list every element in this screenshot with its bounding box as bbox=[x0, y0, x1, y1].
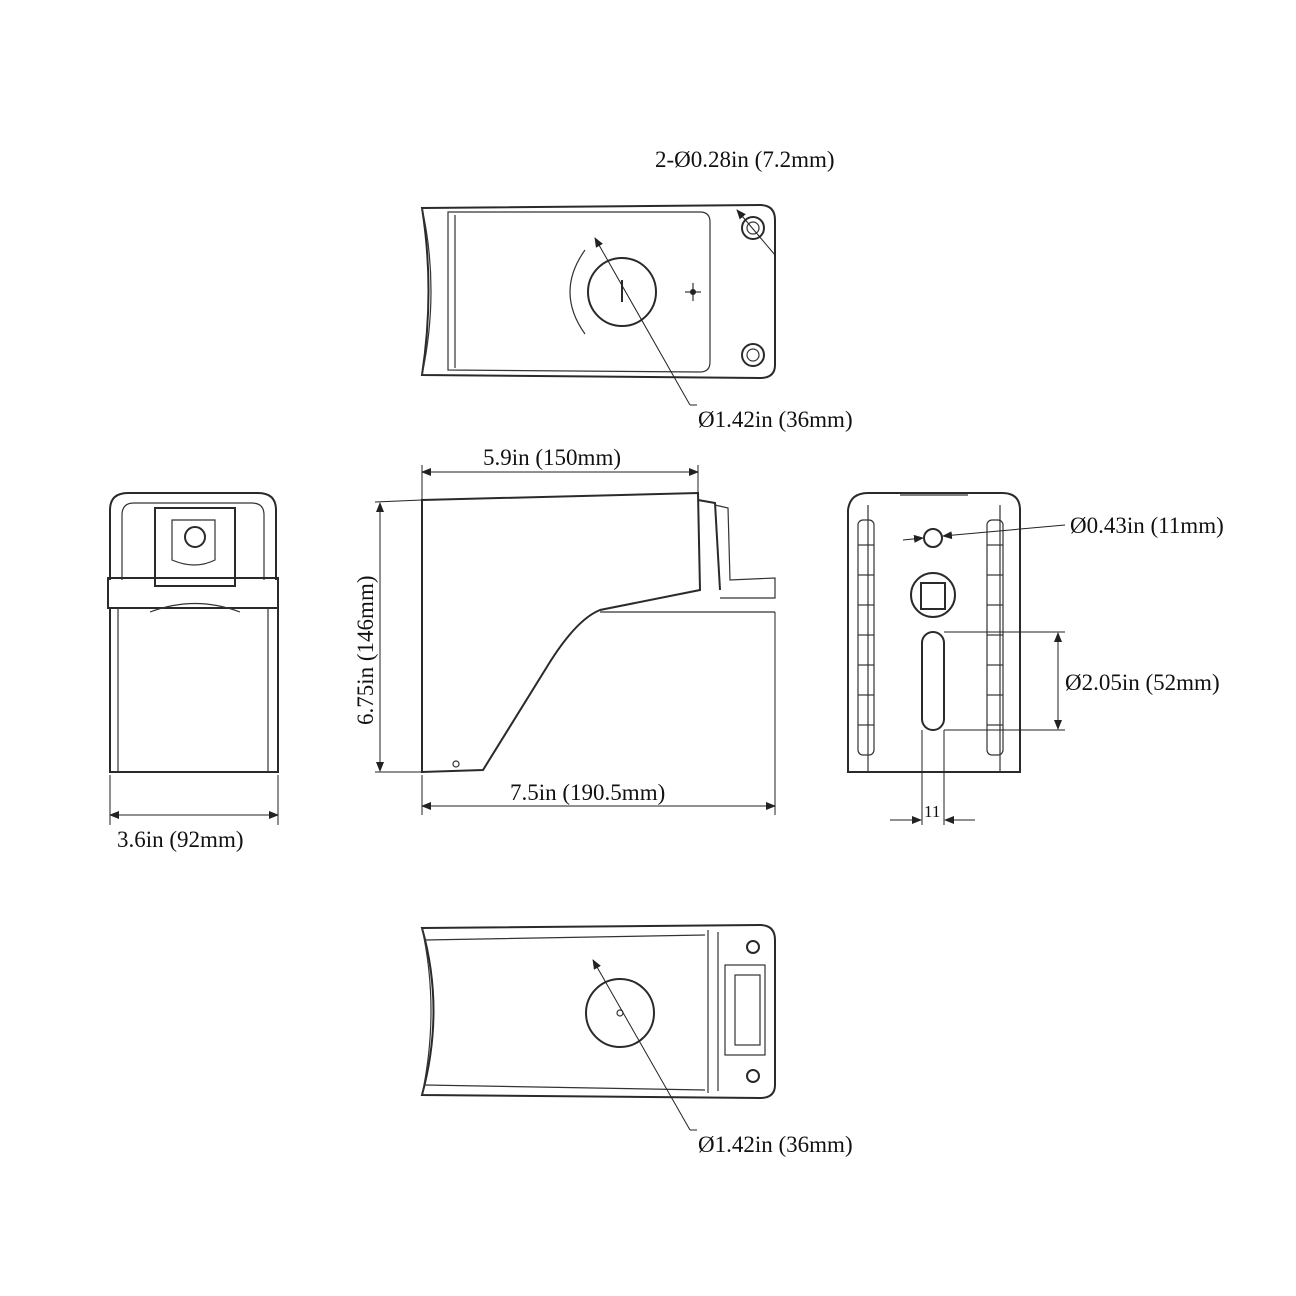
hole-dimension-label: 2-Ø0.28in (7.2mm) bbox=[655, 147, 835, 172]
bottom-center-hole-dimension-label: Ø1.42in (36mm) bbox=[698, 1132, 853, 1157]
mount-hole-bottom bbox=[741, 343, 765, 367]
height-dimension-label: 6.75in (146mm) bbox=[353, 576, 378, 726]
back-view: Ø0.43in (11mm) Ø2.05in (52mm) 11 bbox=[847, 492, 1224, 825]
bottom-center-hole bbox=[585, 978, 655, 1048]
slot-dimension-label: Ø2.05in (52mm) bbox=[1065, 670, 1220, 695]
slot-width-dimension-label: 11 bbox=[924, 802, 940, 821]
mount-hole-top bbox=[741, 216, 765, 240]
total-length-dimension-label: 7.5in (190.5mm) bbox=[510, 780, 665, 805]
center-hole bbox=[587, 257, 657, 327]
front-view: 3.6in (92mm) bbox=[107, 492, 279, 852]
top-width-dimension-label: 5.9in (150mm) bbox=[483, 445, 621, 470]
small-hole-dimension-label: Ø0.43in (11mm) bbox=[1070, 513, 1224, 538]
center-hole-dimension-label: Ø1.42in (36mm) bbox=[698, 407, 853, 432]
bottom-view: Ø1.42in (36mm) bbox=[420, 923, 853, 1157]
side-view: 5.9in (150mm) 6.75in (146mm) 7.5in (190.… bbox=[353, 445, 776, 815]
width-dimension-label: 3.6in (92mm) bbox=[117, 827, 244, 852]
top-view: 2-Ø0.28in (7.2mm) Ø1.42in (36mm) bbox=[420, 147, 853, 432]
